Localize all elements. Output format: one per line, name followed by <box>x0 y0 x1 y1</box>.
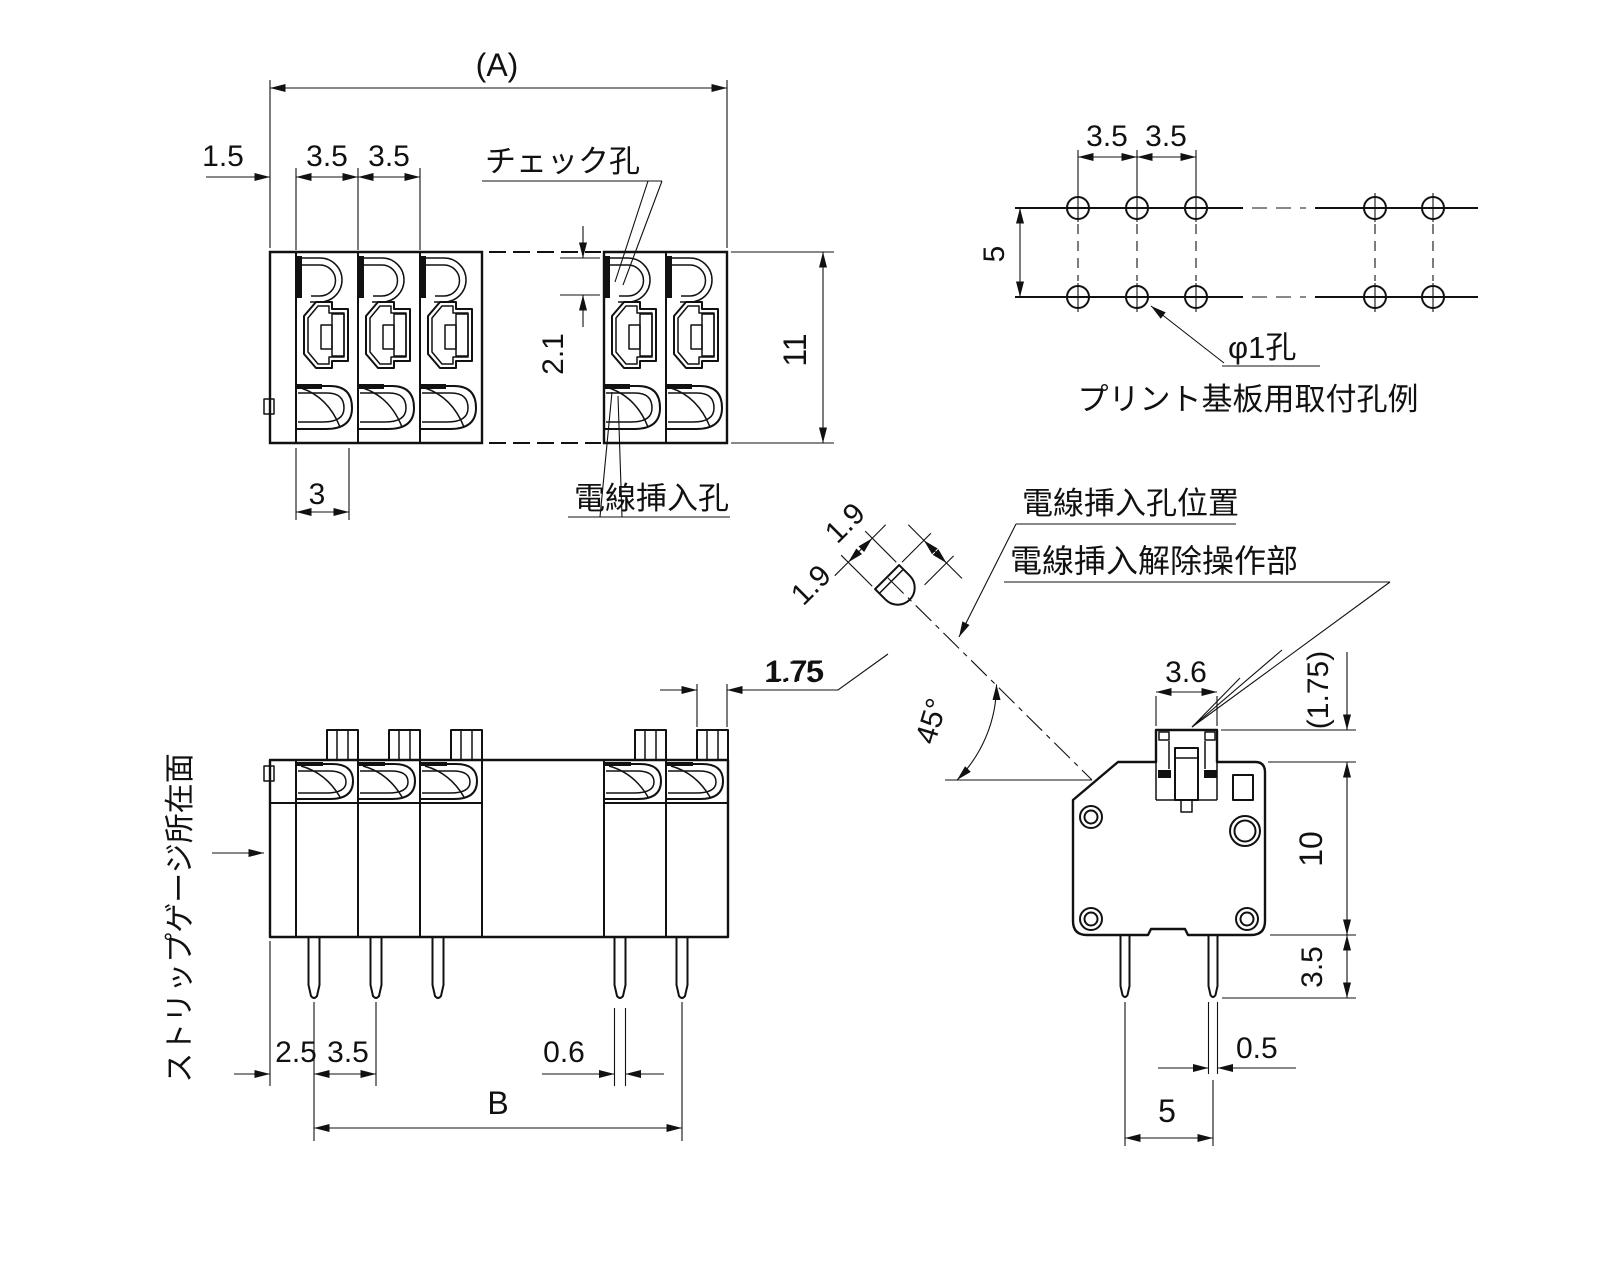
dim-height-label: 11 <box>777 333 813 366</box>
release-part-label: 電線挿入解除操作部 <box>1010 543 1298 579</box>
dim-pin-width-ext-side <box>1207 1002 1219 1074</box>
hole-position-label: 電線挿入孔位置 <box>1022 486 1239 521</box>
pcb-hole-view: 3.5 3.5 5 φ1孔 プリント基板用取付孔例 <box>978 120 1478 417</box>
wire-dim-a-label: 1.9 <box>819 497 872 550</box>
dim-body-height-label: 10 <box>1293 831 1329 867</box>
dim-left-margin-label: 1.5 <box>202 140 244 173</box>
dim-pitch-a-label: 3.5 <box>306 140 348 173</box>
pcb-row-lines <box>1015 207 1478 298</box>
wire-width-ext <box>834 524 897 587</box>
button-nub-right <box>1204 731 1216 741</box>
pcb-dim-pitch-b-label: 3.5 <box>1145 120 1187 153</box>
pcb-hole-size-label: φ1孔 <box>1228 330 1296 365</box>
wire-end-detail <box>834 524 963 606</box>
check-hole-leader <box>482 180 663 286</box>
button-band-right <box>1204 770 1217 778</box>
wire-length-ext <box>901 524 963 586</box>
front-extension-lines <box>269 80 728 250</box>
button-plunger <box>1174 747 1199 801</box>
wire-length-dim <box>923 539 947 564</box>
dim-pin-gap-label: 5 <box>1158 1093 1176 1129</box>
side-view: 3.6 (1.75) 10 3.5 0.5 5 <box>1071 651 1356 1146</box>
wire-hole-leader <box>568 391 730 518</box>
wire-axis-line <box>887 577 1093 781</box>
dim-button-height-ext <box>1221 729 1356 763</box>
dim-button-width-ext <box>1155 696 1218 726</box>
pcb-row-break <box>1252 207 1306 298</box>
pcb-dim-rowgap-label: 5 <box>978 246 1011 263</box>
dim-pin-width-label-side: 0.5 <box>1236 1032 1278 1065</box>
side-view-outline <box>1071 728 1267 937</box>
pcb-hole-size-leader <box>1150 305 1225 364</box>
pcb-dim-pitch-a-label: 3.5 <box>1086 120 1128 153</box>
hole-position-leader <box>958 523 1017 638</box>
dim-check-depth-label: 2.1 <box>537 333 570 375</box>
dim-check-ticks <box>560 257 600 296</box>
bottom-view-cell-borders <box>295 759 667 938</box>
dim-pin-gap-ext <box>1124 1002 1214 1146</box>
dim-pin-width-label: 0.6 <box>543 1036 585 1069</box>
bottom-view-outline <box>268 758 730 939</box>
side-view-pins <box>1119 934 1219 998</box>
check-hole-label: チェック孔 <box>485 144 640 179</box>
dim-button-label: 1.75 <box>766 655 824 688</box>
dim-pin-width-ext <box>613 1008 627 1086</box>
dim-hole-width-label: 3 <box>309 478 326 511</box>
wire-dim-b-label: 1.9 <box>785 559 838 612</box>
wire-end-shape <box>874 564 916 606</box>
dim-pin-pitch-label: 3.5 <box>327 1036 369 1069</box>
front-view: (A) 1.5 3.5 3.5 チェック孔 2.1 11 3 電線挿入孔 <box>202 47 834 520</box>
button-band-left <box>1158 770 1171 778</box>
wire-detail: 45° 1.9 1.9 1.75 電線挿入孔位置 電線挿入解除操作部 <box>742 486 1391 781</box>
button-cavity-walls <box>1155 741 1218 800</box>
release-buttons <box>326 729 729 761</box>
wire-width-dim <box>847 537 873 563</box>
bottom-view-notch <box>263 765 275 782</box>
button-nub-left <box>1158 731 1170 741</box>
front-view-cell-borders <box>295 251 667 444</box>
wire-offset-label: 1.75 <box>764 656 822 689</box>
dim-overall-label: (A) <box>476 47 519 83</box>
dim-height-ext <box>731 251 834 444</box>
side-window <box>1232 774 1254 801</box>
front-view-break-lines <box>489 251 601 444</box>
pcb-caption: プリント基板用取付孔例 <box>1078 382 1419 417</box>
side-view-circles <box>1079 805 1261 931</box>
release-part-leader-hairs <box>1191 649 1283 728</box>
button-slot <box>1180 799 1193 813</box>
angle-arc <box>956 684 1001 781</box>
bottom-view: ストリップゲージ所在面 1.75 2.5 3.5 0.6 B <box>164 655 835 1141</box>
front-view-notch <box>263 398 275 415</box>
dim-button-width-label: 3.6 <box>1165 656 1207 689</box>
pcb-holes <box>1066 196 1445 309</box>
pcb-hole-center-dashes <box>1077 224 1434 281</box>
angle-label: 45° <box>910 695 955 748</box>
dim-pitch-b-label: 3.5 <box>368 140 410 173</box>
strip-gauge-label: ストリップゲージ所在面 <box>164 753 197 1082</box>
dim-button-ext <box>696 684 728 727</box>
wire-hole-label: 電線挿入孔 <box>574 481 729 516</box>
release-part-leader <box>1191 581 1391 728</box>
wire-end-back-line <box>878 568 904 594</box>
dim-pin-length-label: 3.5 <box>1296 946 1329 988</box>
pcb-hole-centerlines <box>1077 150 1434 312</box>
dim-button-height-label: (1.75) <box>1302 651 1335 729</box>
bottom-view-pins <box>307 936 689 999</box>
dim-edge-pin-label: 2.5 <box>275 1036 317 1069</box>
dim-span-label: B <box>487 1085 508 1121</box>
